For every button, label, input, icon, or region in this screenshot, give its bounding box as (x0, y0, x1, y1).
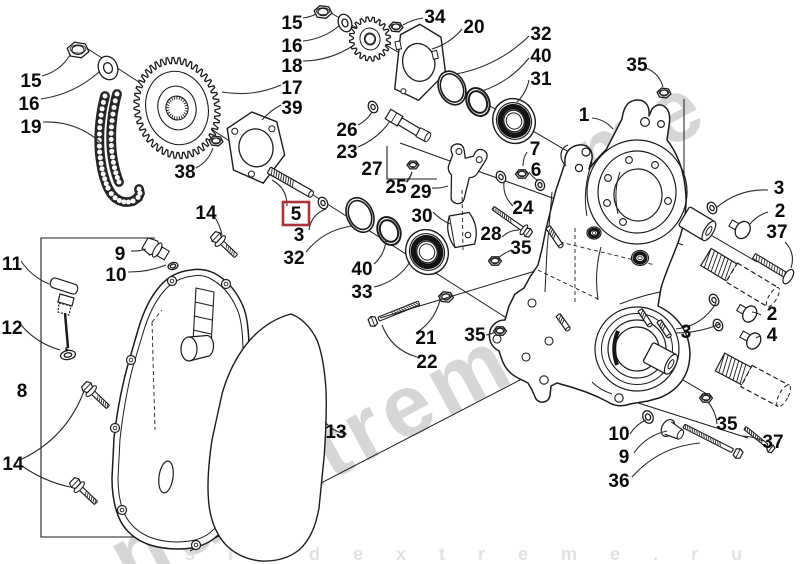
svg-text:17: 17 (281, 78, 302, 99)
svg-text:36: 36 (608, 471, 629, 492)
svg-text:29: 29 (410, 182, 431, 203)
svg-text:3: 3 (681, 322, 692, 343)
svg-text:14: 14 (2, 454, 24, 475)
svg-text:27: 27 (361, 159, 382, 180)
svg-text:33: 33 (351, 282, 372, 303)
svg-text:28: 28 (480, 224, 501, 245)
svg-text:8: 8 (17, 381, 28, 402)
svg-text:26: 26 (336, 120, 357, 141)
svg-text:32: 32 (530, 24, 551, 45)
svg-text:19: 19 (20, 117, 41, 138)
svg-text:20: 20 (463, 17, 484, 38)
svg-text:21: 21 (415, 328, 437, 349)
svg-text:7: 7 (530, 139, 541, 160)
svg-text:11: 11 (2, 254, 23, 275)
svg-text:14: 14 (195, 203, 217, 224)
svg-text:16: 16 (18, 94, 39, 115)
svg-text:16: 16 (281, 36, 302, 57)
svg-text:6: 6 (531, 160, 542, 181)
svg-text:9: 9 (619, 447, 630, 468)
svg-text:1: 1 (579, 105, 590, 126)
svg-text:15: 15 (20, 71, 42, 92)
svg-text:31: 31 (530, 69, 552, 90)
svg-text:24: 24 (512, 198, 534, 219)
svg-text:35: 35 (626, 55, 648, 76)
svg-text:40: 40 (351, 259, 372, 280)
svg-text:3: 3 (294, 225, 305, 246)
svg-text:37: 37 (766, 222, 787, 243)
svg-text:32: 32 (283, 248, 304, 269)
svg-text:13: 13 (325, 422, 346, 443)
svg-text:34: 34 (424, 7, 446, 28)
svg-text:25: 25 (385, 177, 407, 198)
svg-text:38: 38 (174, 162, 195, 183)
svg-text:35: 35 (464, 325, 486, 346)
svg-text:3: 3 (774, 178, 785, 199)
svg-text:2: 2 (775, 201, 786, 222)
svg-text:35: 35 (510, 238, 532, 259)
svg-text:10: 10 (608, 424, 629, 445)
svg-text:12: 12 (1, 318, 22, 339)
svg-text:37: 37 (762, 432, 783, 453)
svg-text:10: 10 (105, 265, 126, 286)
svg-text:23: 23 (336, 142, 357, 163)
svg-text:sledextreme.ru: sledextreme.ru (185, 544, 775, 564)
svg-text:4: 4 (767, 325, 778, 346)
svg-text:22: 22 (416, 352, 437, 373)
svg-text:2: 2 (767, 304, 778, 325)
svg-text:5: 5 (291, 204, 302, 225)
svg-text:18: 18 (281, 56, 302, 77)
svg-text:30: 30 (411, 206, 432, 227)
svg-text:40: 40 (530, 46, 551, 67)
svg-text:35: 35 (716, 414, 738, 435)
svg-text:15: 15 (281, 13, 303, 34)
svg-text:39: 39 (281, 98, 302, 119)
svg-text:9: 9 (115, 244, 126, 265)
